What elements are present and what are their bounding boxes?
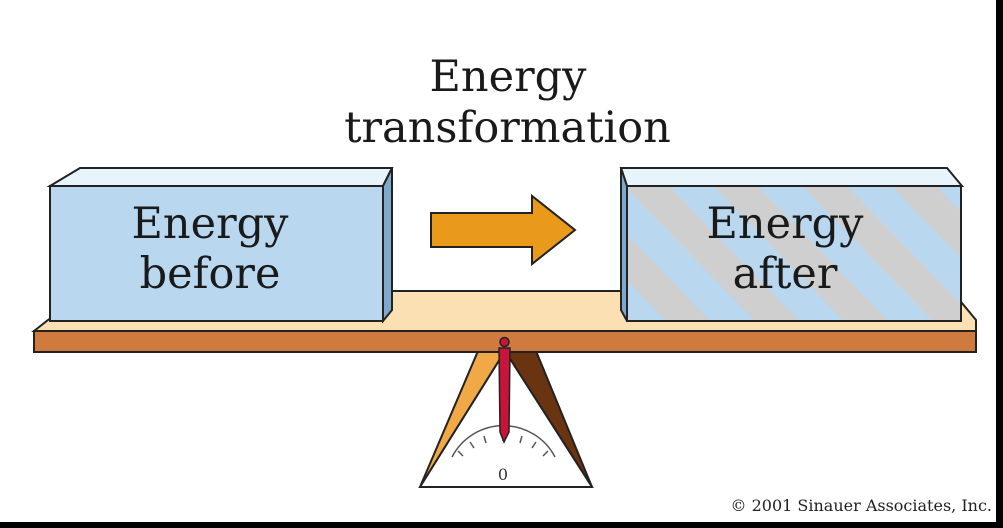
before-box-label-line-2: before [139, 249, 281, 299]
after-box-label-line-2: after [732, 249, 838, 299]
transformation-arrow [430, 193, 577, 267]
diagram-title-line-2: transformation [344, 103, 671, 153]
energy-after-box [619, 167, 965, 322]
dial-zero-label: 0 [497, 465, 509, 484]
after-box-label-line-1: Energy [706, 199, 864, 249]
energy-before-box [46, 167, 394, 324]
needle-pointer [498, 336, 511, 444]
diagram-title-line-1: Energy [429, 52, 587, 102]
before-box-label-line-1: Energy [131, 199, 289, 249]
copyright-notice: © 2001 Sinauer Associates, Inc. [730, 496, 993, 515]
